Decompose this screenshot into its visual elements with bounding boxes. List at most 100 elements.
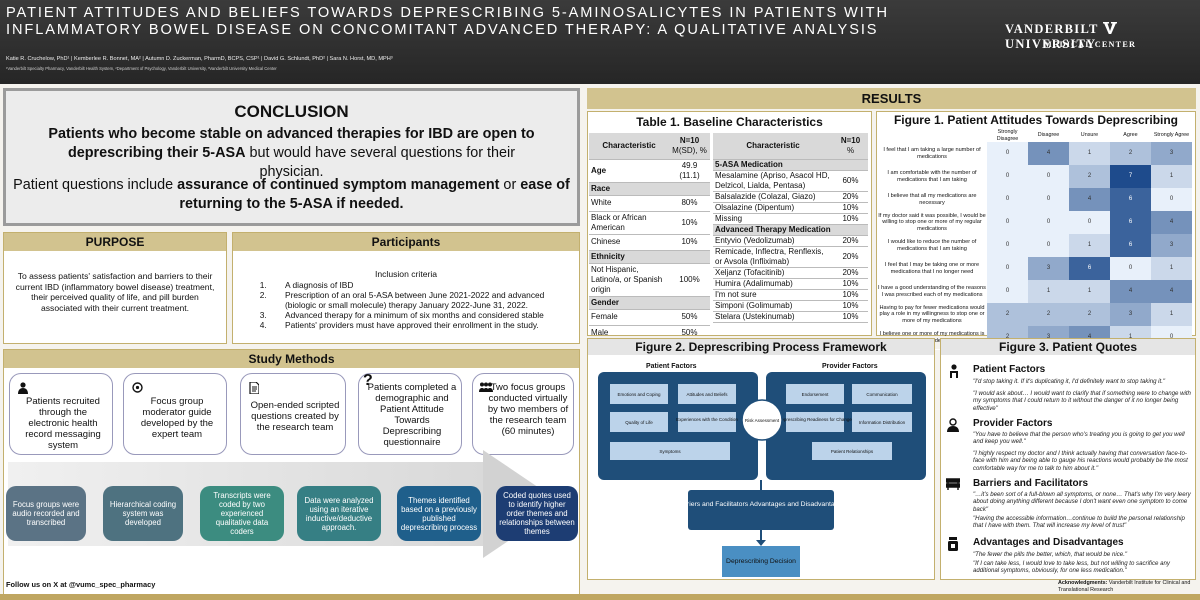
table-header-cell: Characteristic — [713, 133, 833, 160]
table-cell: I'm not sure — [713, 289, 833, 301]
table-cell: Xeljanz (Tofacitinib) — [713, 267, 833, 279]
patient-factors-label: Patient Factors — [646, 363, 697, 370]
heatmap-row-label: I feel that I am taking a large number o… — [877, 142, 987, 166]
heatmap-cell: 3 — [1151, 234, 1192, 257]
quote: "Having the accessible information…conti… — [973, 515, 1185, 530]
table-row: Entyvio (Vedolizumab)20% — [713, 235, 868, 247]
heatmap-cell: 4 — [1069, 188, 1110, 211]
heatmap-cell: 6 — [1069, 257, 1110, 280]
table-row: Advanced Therapy Medication — [713, 224, 868, 236]
conclusion-sub-c: or — [499, 177, 521, 193]
heatmap-cell: 0 — [987, 188, 1028, 211]
heatmap-cell: 1 — [1151, 257, 1192, 280]
provider-item: Deprescribing Readiness for Change — [778, 417, 852, 422]
heatmap-column-label: Strongly Disagree — [996, 129, 1019, 142]
affiliations: ¹Vanderbilt Specialty Pharmacy, Vanderbi… — [6, 66, 277, 71]
table-cell: White — [589, 195, 669, 212]
table-cell: Age — [589, 159, 669, 183]
logo-right-text: UNIVERSITY — [1005, 37, 1097, 51]
table-cell: 60% — [833, 170, 868, 192]
heatmap-row: I feel that I may be taking one or more … — [877, 257, 1192, 281]
results-header: RESULTS — [587, 88, 1196, 109]
method-card-text: Focus group moderator guide developed by… — [140, 396, 214, 440]
ack-label: Acknowledgments: — [1058, 580, 1108, 586]
table-cell: 49.9 (11.1) — [669, 159, 710, 183]
patient-icon — [950, 364, 958, 378]
quote-section-title: Patient Factors — [973, 364, 1046, 375]
method-card-text: Two focus groups conducted virtually by … — [487, 382, 569, 437]
quote: "If I can take less, I would love to tak… — [973, 560, 1170, 575]
inclusion-item: A diagnosis of IBD — [269, 280, 571, 290]
quote: "I would ask about… I would want to clar… — [973, 390, 1191, 412]
table-cell: 20% — [833, 267, 868, 279]
conclusion-panel: CONCLUSION Patients who become stable on… — [3, 88, 580, 226]
heatmap-cell: 0 — [987, 234, 1028, 257]
heatmap-row-label: I would like to reduce the number of med… — [877, 234, 987, 258]
figure3-title: Figure 3. Patient Quotes — [941, 339, 1195, 355]
provider-item: Information Distribution — [859, 420, 906, 425]
purpose-title: PURPOSE — [4, 233, 226, 251]
table-cell: Entyvio (Vedolizumab) — [713, 235, 833, 247]
table-cell: 80% — [669, 195, 710, 212]
participants-panel: Participants Inclusion criteria A diagno… — [232, 232, 580, 344]
inclusion-item: Advanced therapy for a minimum of six mo… — [269, 310, 571, 320]
heatmap-column-label: Disagree — [1037, 132, 1060, 139]
table-row: Stelara (Ustekinumab)10% — [713, 311, 868, 323]
table-cell: 10% — [833, 213, 868, 225]
table-cell: 10% — [833, 311, 868, 323]
conclusion-sub-d: ease of returning to the 5-ASA if needed… — [179, 177, 570, 212]
heatmap-row-label: I am comfortable with the number of medi… — [877, 165, 987, 189]
table-cell: 10% — [833, 300, 868, 312]
barrier-icon — [946, 478, 960, 490]
table-row: Not Hispanic, Latino/a, or Spanish origi… — [589, 263, 710, 297]
patient-item: Experiences with the Condition — [676, 417, 738, 422]
table-row: Remicade, Inflectra, Renflexis, or Avsol… — [713, 246, 868, 268]
vanderbilt-v-icon — [1102, 22, 1117, 35]
quote: "You have to believe that the person who… — [973, 431, 1185, 446]
table-cell: Olsalazine (Dipentum) — [713, 202, 833, 214]
poster-header: PATIENT ATTITUDES AND BELIEFS TOWARDS DE… — [0, 0, 1200, 84]
heatmap-cell: 0 — [1028, 234, 1069, 257]
methods-title: Study Methods — [4, 350, 579, 368]
method-card: Focus group moderator guide developed by… — [123, 373, 227, 455]
quote-section-title: Provider Factors — [973, 418, 1053, 429]
patient-item: Quality of Life — [625, 420, 653, 425]
table-cell: 20% — [833, 235, 868, 247]
heatmap-cell: 1 — [1151, 165, 1192, 188]
method-card-text: Patients recruited through the electroni… — [25, 396, 101, 451]
heatmap-cell: 0 — [987, 142, 1028, 165]
heatmap-row-label: Having to pay for fewer medications woul… — [877, 303, 987, 327]
table-cell — [669, 182, 710, 196]
heatmap-cell: 0 — [1028, 188, 1069, 211]
table-row: Ethnicity — [589, 250, 710, 264]
conclusion-main-bold: Patients who become stable on advanced t… — [48, 126, 535, 161]
barriers-box-text: Barriers and Facilitators Advantages and… — [676, 501, 846, 508]
table-cell: Ethnicity — [589, 250, 669, 264]
heatmap-cell: 0 — [1028, 211, 1069, 234]
method-step: Hierarchical coding system was developed — [103, 486, 183, 541]
heatmap-cell: 2 — [1110, 142, 1151, 165]
heatmap-row: I feel that I am taking a large number o… — [877, 142, 1192, 166]
method-step: Focus groups were audio recorded and tra… — [6, 486, 86, 541]
table-cell: Chinese — [589, 234, 669, 251]
heatmap-cell: 1 — [1028, 280, 1069, 303]
quote: "…it's been sort of a full-blown all sym… — [973, 491, 1191, 513]
heatmap-row: I would like to reduce the number of med… — [877, 234, 1192, 258]
table-cell: 50% — [669, 309, 710, 326]
table-row: 5-ASA Medication — [713, 159, 868, 171]
heatmap-cell: 0 — [1069, 211, 1110, 234]
heatmap-cell: 4 — [1110, 280, 1151, 303]
heatmap-cell: 4 — [1151, 280, 1192, 303]
heatmap-corner — [877, 129, 987, 143]
decision-box-text: Deprescribing Decision — [726, 558, 796, 565]
pill-bottle-icon — [948, 537, 958, 551]
method-card: Open-ended scripted questions created by… — [240, 373, 346, 455]
